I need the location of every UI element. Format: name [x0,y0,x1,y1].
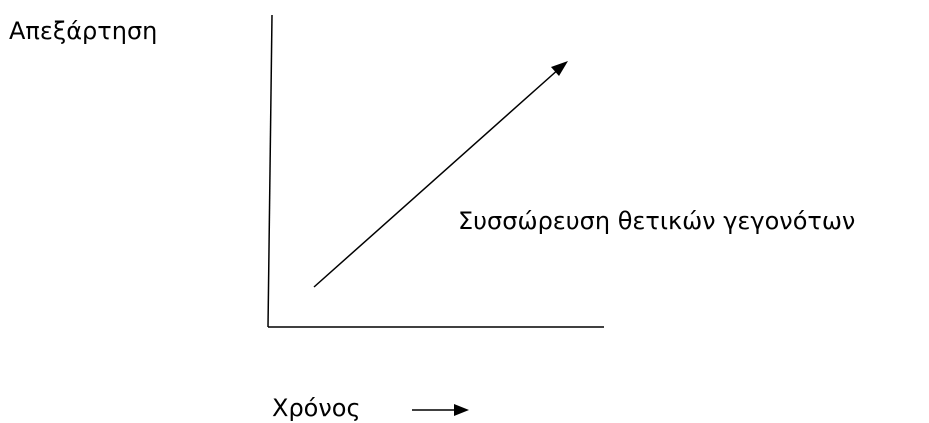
curve-label: Συσσώρευση θετικών γεγονότων [458,207,856,235]
y-axis-label: Απεξάρτηση [9,17,158,45]
trend-arrowhead [551,61,568,76]
time-arrowhead [454,404,469,416]
trend-arrow [313,67,561,288]
x-axis-label: Χρόνος [272,394,361,422]
y-axis [267,14,273,328]
